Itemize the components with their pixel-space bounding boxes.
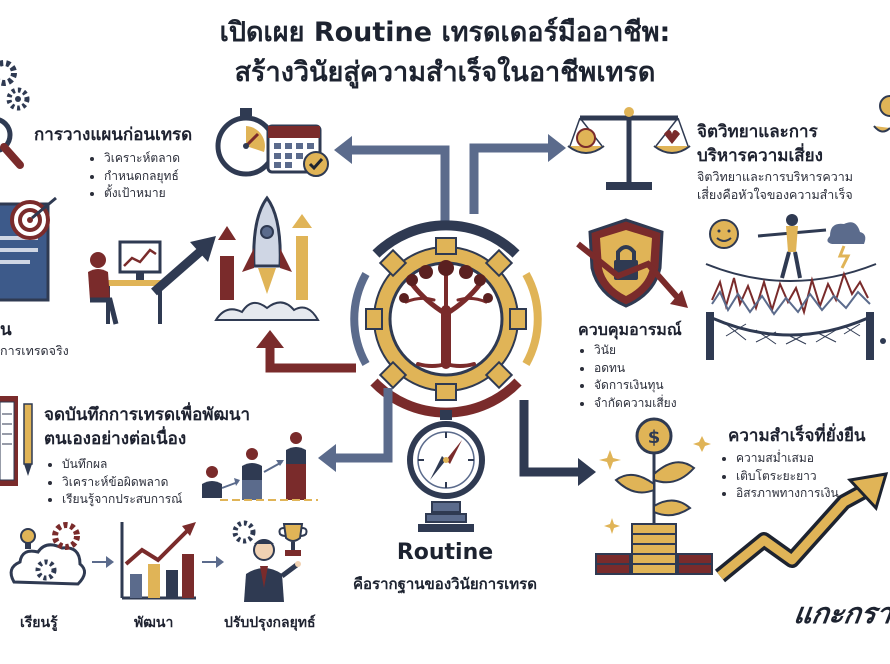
title-line-2: สร้างวินัยสู่ความสำเร็จในอาชีพเทรด — [234, 57, 656, 88]
journal-heading-1: จดบันทึกการเทรดเพื่อพัฒนา — [44, 405, 251, 425]
gear-icon — [0, 60, 30, 169]
rocket-icon — [214, 195, 320, 321]
compass-icon — [407, 410, 485, 532]
podium-icon — [202, 432, 318, 501]
planning-list: วิเคราะห์ตลาด กำหนดกลยุทธ์ ตั้งเป้าหมาย — [90, 150, 180, 203]
journal-list: บันทึกผล วิเคราะห์ข้อผิดพลาด เรียนรู้จาก… — [48, 456, 182, 509]
title-line-1: เปิดเผย Routine เทรดเดอร์มืออาชีพ: — [219, 17, 671, 48]
success-item: อิสรภาพทางการเงิน — [736, 485, 839, 503]
planning-heading: การวางแผนก่อนเทรด — [34, 125, 193, 145]
scale-icon — [567, 107, 691, 190]
bar-chart-icon — [120, 522, 196, 600]
step-label-learn: เรียนรู้ — [20, 615, 58, 631]
center-title: Routine — [396, 540, 494, 565]
journal-heading-2: ตนเองอย่างต่อเนื่อง — [44, 429, 187, 449]
target-icon — [0, 196, 57, 302]
businessman-icon — [232, 520, 301, 602]
flow-arrow — [469, 134, 566, 214]
psychology-heading-1: จิตวิทยาและการ — [697, 122, 818, 142]
success-item: ความสม่ำเสมอ — [736, 450, 839, 468]
flow-arrow — [519, 400, 596, 486]
partial-heading: น — [0, 320, 12, 340]
step-arrow — [92, 556, 114, 568]
psychology-heading-2: บริหารความเสี่ยง — [697, 146, 823, 166]
center-subtitle: คือรากฐานของวินัยการเทรด — [353, 575, 537, 593]
flow-arrow — [318, 388, 393, 472]
step-arrow — [202, 556, 224, 568]
shield-lock-icon — [576, 218, 688, 308]
tree-gear-icon — [350, 220, 542, 418]
svg-text:$: $ — [648, 427, 661, 448]
trophy-icon — [278, 523, 308, 556]
growth-arrow-icon — [714, 472, 889, 583]
notebook-icon — [0, 396, 33, 486]
coin-plant-icon: $ — [595, 417, 713, 575]
lightbulb-icon — [9, 522, 86, 586]
journal-item: เรียนรู้จากประสบการณ์ — [62, 491, 182, 509]
planning-item: วิเคราะห์ตลาด — [104, 150, 180, 168]
watermark-text: แกะกรา — [791, 597, 890, 630]
bullet-dot — [880, 338, 886, 344]
tightrope-icon — [705, 214, 877, 360]
emotion-heading: ควบคุมอารมณ์ — [578, 320, 682, 339]
planning-item: ตั้งเป้าหมาย — [104, 185, 180, 203]
flow-arrow — [256, 330, 356, 373]
calendar-icon — [266, 124, 329, 177]
psychology-text-2: เสี่ยงคือหัวใจของความสำเร็จ — [697, 187, 853, 202]
planning-item: กำหนดกลยุทธ์ — [104, 168, 180, 186]
scale-icon — [873, 95, 890, 133]
emotion-list: วินัย อดทน จัดการเงินทุน จำกัดความเสี่ยง — [580, 342, 677, 412]
emotion-item: วินัย — [594, 342, 677, 360]
journal-item: วิเคราะห์ข้อผิดพลาด — [62, 474, 182, 492]
psychology-text-1: จิตวิทยาและการบริหารความ — [697, 169, 854, 184]
growth-arrow-icon — [151, 236, 216, 296]
success-list: ความสม่ำเสมอ เติบโตระยะยาว อิสรภาพทางการ… — [722, 450, 839, 503]
step-label-improve: ปรับปรุงกลยุทธ์ — [224, 615, 316, 631]
journal-item: บันทึกผล — [62, 456, 182, 474]
flow-arrow — [334, 136, 450, 225]
emotion-item: จำกัดความเสี่ยง — [594, 395, 677, 413]
emotion-item: จัดการเงินทุน — [594, 377, 677, 395]
success-item: เติบโตระยะยาว — [736, 468, 839, 486]
partial-subtext: การเทรดจริง — [0, 343, 69, 358]
step-label-develop: พัฒนา — [134, 615, 174, 631]
success-heading: ความสำเร็จที่ยั่งยืน — [728, 426, 866, 446]
laptop-desk-icon — [88, 240, 168, 325]
emotion-item: อดทน — [594, 360, 677, 378]
